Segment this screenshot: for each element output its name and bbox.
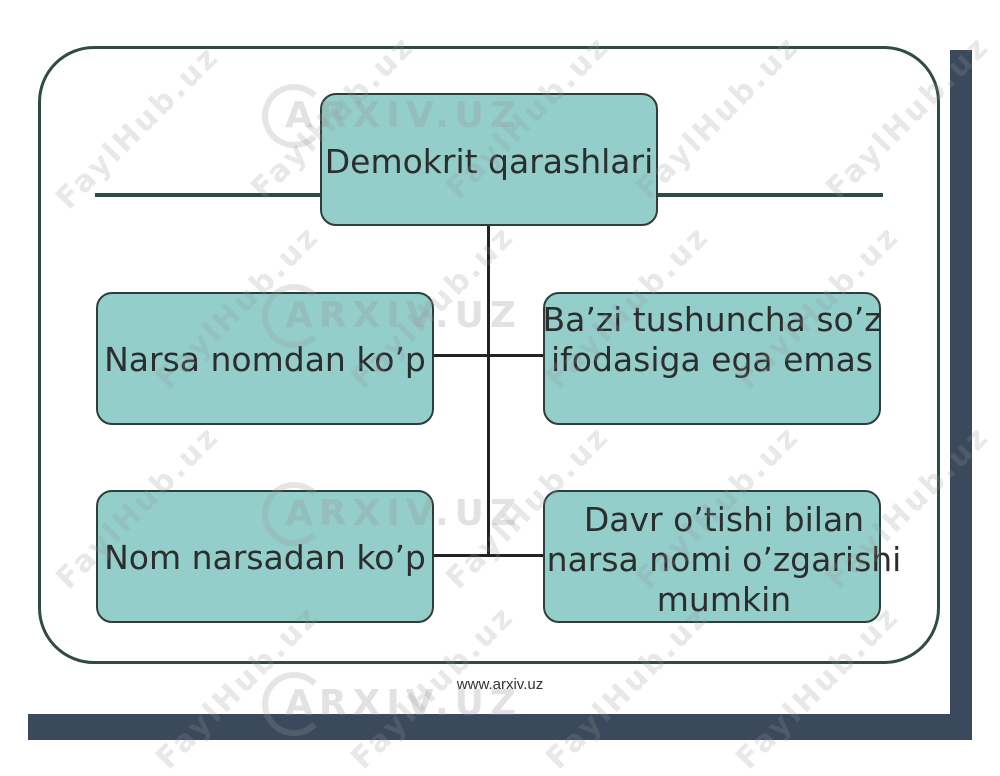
watermark-ring — [262, 672, 326, 736]
root-node — [320, 93, 658, 226]
bottom-accent-bar — [28, 714, 972, 740]
left-top-label: Narsa nomdan ko’p — [104, 340, 426, 379]
watermark-ring — [262, 482, 326, 546]
right-bottom-label: Davr o’tishi bilan narsa nomi o’zgarishi… — [547, 500, 902, 620]
trunk-connector — [487, 225, 490, 557]
right-accent-bar — [950, 50, 972, 740]
node-right-top — [543, 292, 881, 425]
root-label: Demokrit qarashlari — [324, 142, 654, 181]
footer-url: www.arxiv.uz — [456, 676, 544, 693]
watermark-ring — [262, 84, 326, 148]
left-bottom-label: Nom narsadan ko’p — [104, 538, 426, 577]
right-bottom-line: Davr o’tishi bilan — [583, 500, 865, 539]
watermark-ring — [262, 284, 326, 348]
connector-row2 — [432, 554, 544, 557]
connector-row1 — [432, 354, 544, 357]
right-top-label: Ba’zi tushuncha so’z ifodasiga ega emas — [542, 300, 881, 380]
right-bottom-line: narsa nomi o’zgarishi — [546, 540, 902, 579]
right-bottom-line: mumkin — [656, 580, 792, 619]
node-right-bottom — [543, 490, 881, 623]
right-top-line: Ba’zi tushuncha so’z — [542, 300, 882, 339]
right-top-line: ifodasiga ega emas — [551, 340, 873, 379]
